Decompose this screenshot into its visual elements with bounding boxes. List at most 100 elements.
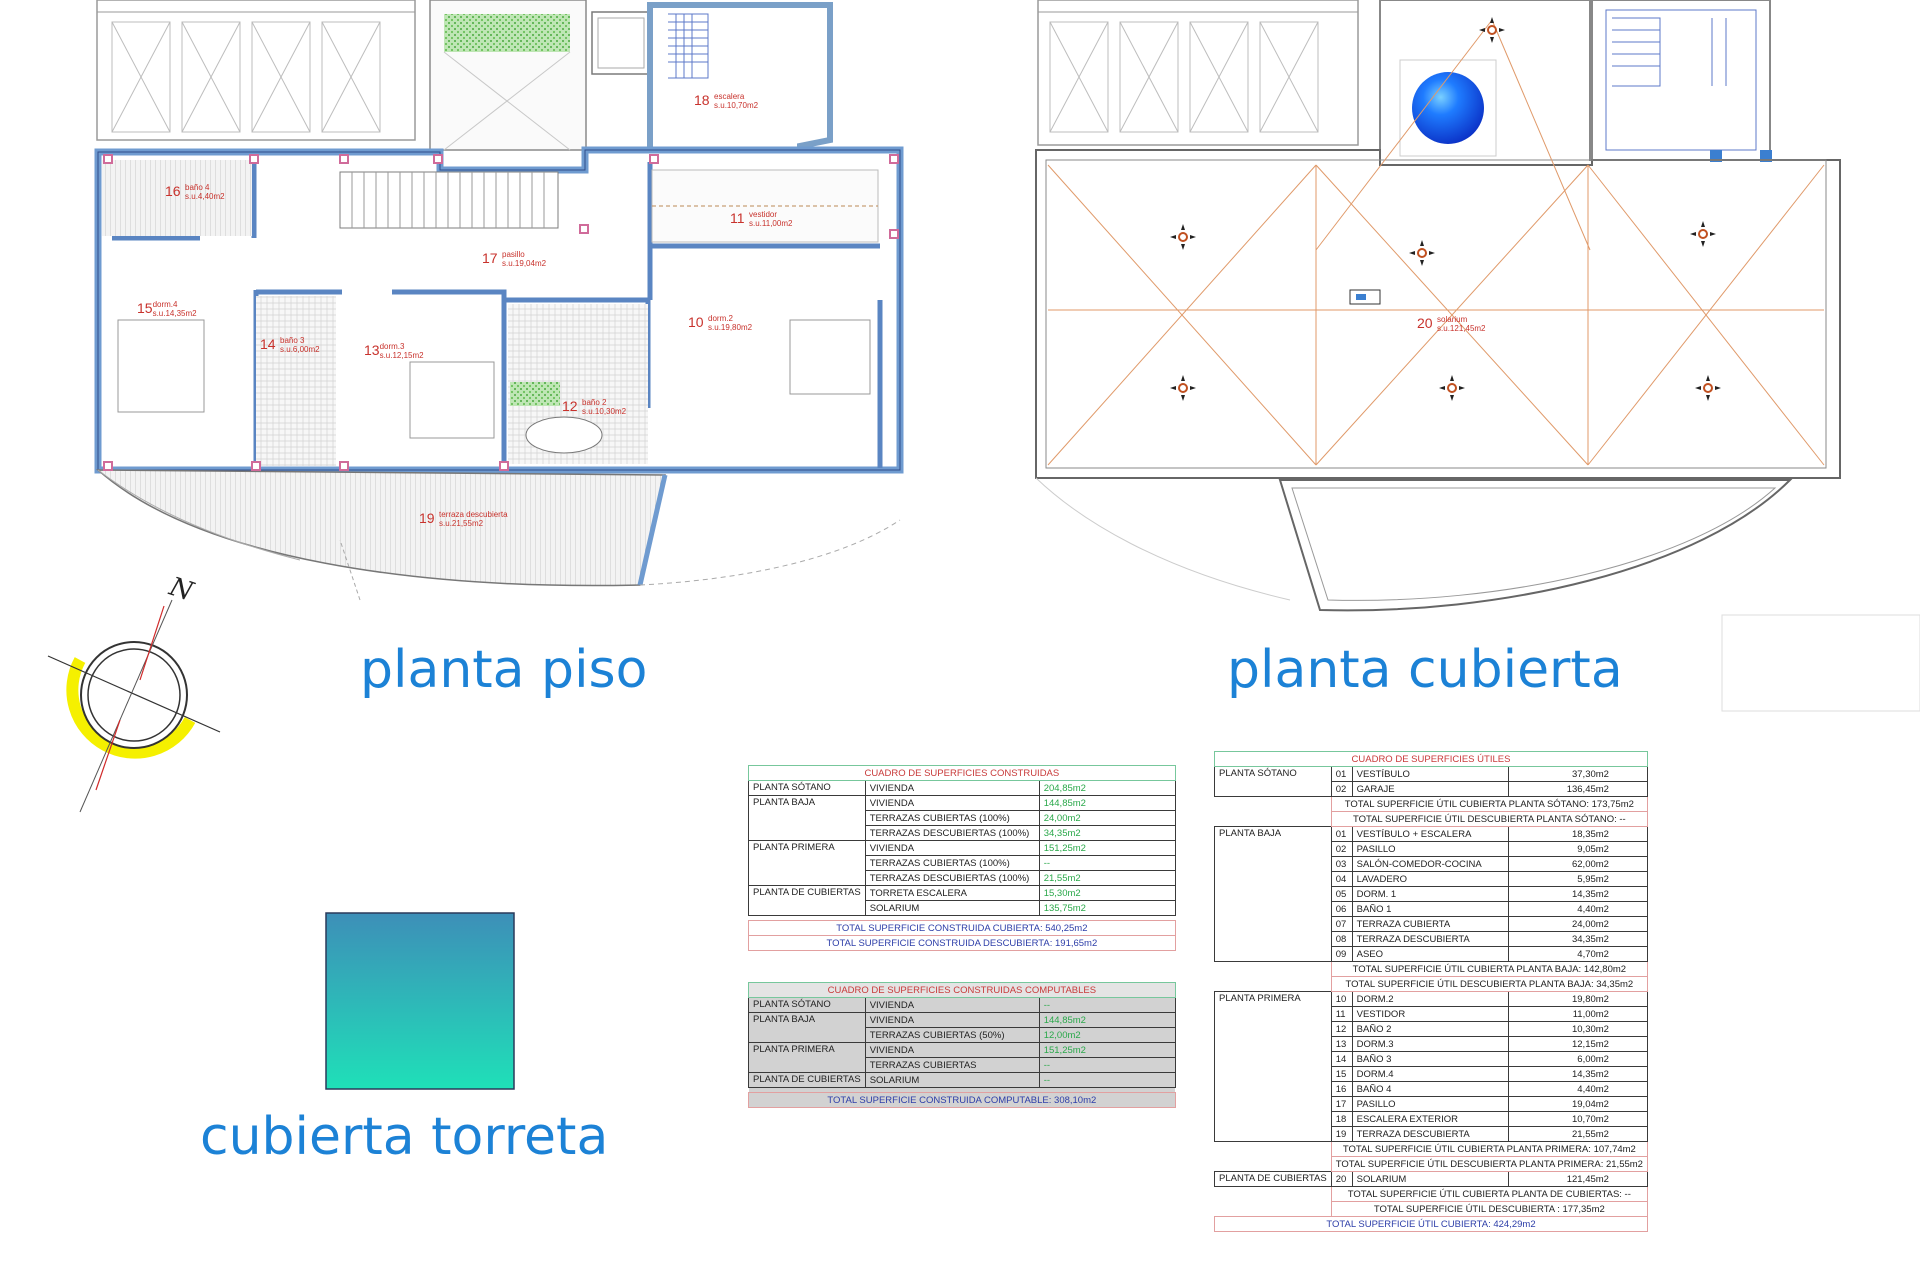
row-number: 06 xyxy=(1330,901,1353,917)
spacer xyxy=(1215,977,1332,992)
row-value: 144,85m2 xyxy=(1038,795,1176,811)
row-concept: GARAJE xyxy=(1351,781,1509,797)
row-value: 144,85m2 xyxy=(1038,1012,1176,1028)
row-concept: VESTÍBULO xyxy=(1351,766,1509,782)
row-number: 01 xyxy=(1330,826,1353,842)
group-label: PLANTA DE CUBIERTAS xyxy=(748,1072,866,1088)
row-concept: VIVIENDA xyxy=(864,795,1040,811)
group-label: PLANTA DE CUBIERTAS xyxy=(748,885,866,916)
row-number: 17 xyxy=(1330,1096,1353,1112)
north-compass xyxy=(47,599,221,813)
row-value: 62,00m2 xyxy=(1507,856,1648,872)
row-concept: SALÓN-COMEDOR-COCINA xyxy=(1351,856,1509,872)
row-value: 19,04m2 xyxy=(1507,1096,1648,1112)
row-concept: DORM. 1 xyxy=(1351,886,1509,902)
row-number: 14 xyxy=(1330,1051,1353,1067)
row-concept: BAÑO 1 xyxy=(1351,901,1509,917)
row-concept: LAVADERO xyxy=(1351,871,1509,887)
row-value: 10,70m2 xyxy=(1507,1111,1648,1127)
row-value: 121,45m2 xyxy=(1507,1171,1648,1187)
row-value: 6,00m2 xyxy=(1507,1051,1648,1067)
row-value: 14,35m2 xyxy=(1507,886,1648,902)
row-number: 12 xyxy=(1330,1021,1353,1037)
row-concept: ESCALERA EXTERIOR xyxy=(1351,1111,1509,1127)
row-concept: BAÑO 2 xyxy=(1351,1021,1509,1037)
row-concept: VESTÍBULO + ESCALERA xyxy=(1351,826,1509,842)
grand-total: TOTAL SUPERFICIE ÚTIL CUBIERTA: 424,29m2 xyxy=(1214,1216,1648,1232)
row-number: 10 xyxy=(1330,991,1353,1007)
group-label: PLANTA SÓTANO xyxy=(1214,766,1332,797)
row-value: 151,25m2 xyxy=(1038,840,1176,856)
planta-piso-drawing xyxy=(94,0,904,601)
row-concept: BAÑO 3 xyxy=(1351,1051,1509,1067)
planta-cubierta-drawing xyxy=(1035,0,1920,712)
row-value: 14,35m2 xyxy=(1507,1066,1648,1082)
table-title: CUADRO DE SUPERFICIES CONSTRUIDAS COMPUT… xyxy=(748,982,1176,998)
row-number: 16 xyxy=(1330,1081,1353,1097)
row-number: 11 xyxy=(1330,1006,1353,1022)
spacer xyxy=(1215,1202,1332,1217)
spacer xyxy=(1215,812,1332,827)
total-row: TOTAL SUPERFICIE ÚTIL DESCUBIERTA PLANTA… xyxy=(1330,811,1648,827)
total-row: TOTAL SUPERFICIE ÚTIL DESCUBIERTA : 177,… xyxy=(1330,1201,1648,1217)
total-row: TOTAL SUPERFICIE CONSTRUIDA DESCUBIERTA:… xyxy=(748,935,1176,951)
row-value: 21,55m2 xyxy=(1038,870,1176,886)
spacer xyxy=(1215,1187,1332,1202)
row-concept: TERRAZAS CUBIERTAS (50%) xyxy=(864,1027,1040,1043)
row-value: 204,85m2 xyxy=(1038,780,1176,796)
planta-cubierta-title: planta cubierta xyxy=(1227,640,1623,700)
row-number: 02 xyxy=(1330,841,1353,857)
row-concept: VIVIENDA xyxy=(864,1042,1040,1058)
row-concept: BAÑO 4 xyxy=(1351,1081,1509,1097)
group-label: PLANTA BAJA xyxy=(748,1012,866,1043)
row-value: 10,30m2 xyxy=(1507,1021,1648,1037)
row-value: 151,25m2 xyxy=(1038,1042,1176,1058)
row-value: -- xyxy=(1038,997,1176,1013)
row-concept: TERRAZA DESCUBIERTA xyxy=(1351,1126,1509,1142)
row-concept: PASILLO xyxy=(1351,1096,1509,1112)
row-value: 12,00m2 xyxy=(1038,1027,1176,1043)
row-concept: TERRAZA DESCUBIERTA xyxy=(1351,931,1509,947)
row-concept: DORM.2 xyxy=(1351,991,1509,1007)
total-row: TOTAL SUPERFICIE ÚTIL CUBIERTA PLANTA SÓ… xyxy=(1330,796,1648,812)
spacer xyxy=(748,1087,1176,1093)
row-concept: SOLARIUM xyxy=(864,900,1040,916)
row-value: 11,00m2 xyxy=(1507,1006,1648,1022)
group-label: PLANTA PRIMERA xyxy=(748,1042,866,1073)
row-value: 21,55m2 xyxy=(1507,1126,1648,1142)
row-number: 07 xyxy=(1330,916,1353,932)
row-concept: VIVIENDA xyxy=(864,840,1040,856)
row-number: 08 xyxy=(1330,931,1353,947)
row-concept: VIVIENDA xyxy=(864,780,1040,796)
total-row: TOTAL SUPERFICIE ÚTIL DESCUBIERTA PLANTA… xyxy=(1330,976,1648,992)
group-label: PLANTA BAJA xyxy=(1214,826,1332,962)
total-row: TOTAL SUPERFICIE CONSTRUIDA COMPUTABLE: … xyxy=(748,1092,1176,1108)
row-value: 15,30m2 xyxy=(1038,885,1176,901)
total-row: TOTAL SUPERFICIE CONSTRUIDA CUBIERTA: 54… xyxy=(748,920,1176,936)
row-concept: TERRAZAS CUBIERTAS xyxy=(864,1057,1040,1073)
table-title: CUADRO DE SUPERFICIES ÚTILES xyxy=(1214,751,1648,767)
row-value: -- xyxy=(1038,1057,1176,1073)
row-number: 13 xyxy=(1330,1036,1353,1052)
row-number: 15 xyxy=(1330,1066,1353,1082)
group-label: PLANTA BAJA xyxy=(748,795,866,841)
